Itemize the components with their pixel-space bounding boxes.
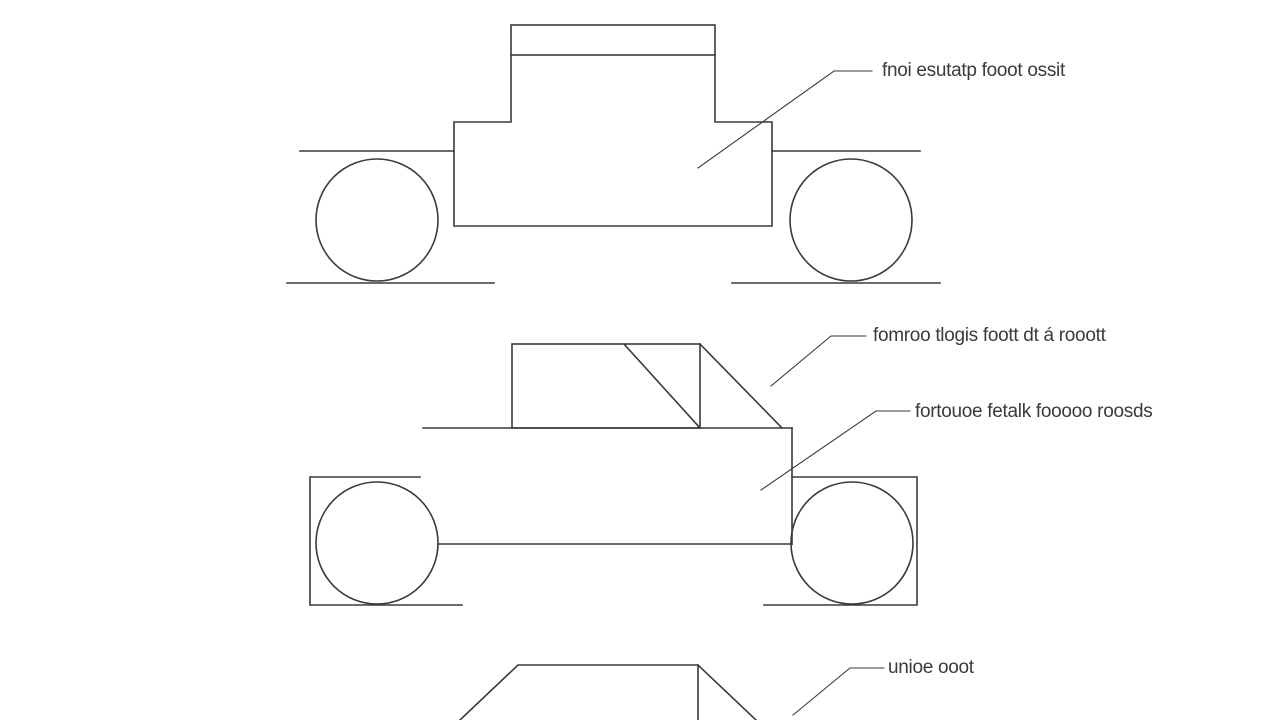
callout-label-4: unioe ooot (888, 657, 974, 678)
figure-1-wheel-left (315, 158, 439, 282)
figure-1 (286, 24, 941, 284)
figure-1-body (453, 54, 773, 227)
callout-label-3: fortouoe fetalk fooooo roosds (915, 401, 1153, 422)
figure-1-wheel-right (789, 158, 913, 282)
figure-2-windshield (698, 342, 784, 430)
figure-2-cab-diagonal (622, 342, 702, 430)
figure-2-cab (511, 343, 701, 429)
figure-2 (309, 335, 918, 606)
figure-2-wheel-box-left (309, 476, 463, 606)
figure-2-wheel-left (315, 481, 439, 605)
figure-2-wheel-box-right (763, 476, 918, 606)
figure-1-leader-line (697, 70, 873, 169)
figure-2-leader-line-2 (760, 410, 911, 491)
callout-label-2: fomroo tlogis foott dt á rooott (873, 325, 1106, 346)
figure-3-leader-line (792, 667, 885, 716)
figure-3 (458, 664, 885, 720)
callout-label-1: fnoi esutatp fooot ossit (882, 60, 1065, 81)
figure-2-leader-line-1 (770, 335, 867, 387)
figure-1-top-cap (510, 24, 716, 56)
figure-3-body-outline (458, 664, 758, 720)
figure-2-wheel-right (790, 481, 914, 605)
